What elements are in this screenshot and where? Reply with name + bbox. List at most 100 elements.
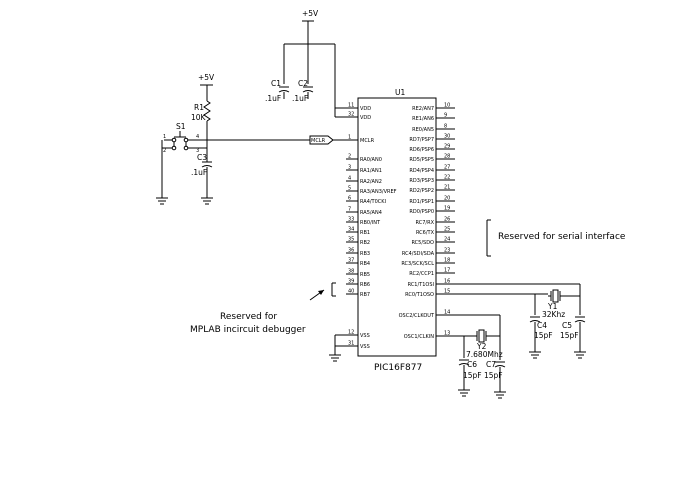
pin-name: RC4/SDI/SDA (402, 251, 435, 257)
y1-label: Y1 (547, 302, 558, 311)
pin-name: RC7/RX (416, 220, 435, 226)
pin-name: RA0/AN0 (360, 157, 382, 163)
pin-name: RD4/PSP4 (409, 168, 434, 174)
pin-name: RD2/PSP2 (409, 188, 434, 194)
crystal-y1: Y1 32Khz (542, 289, 565, 319)
s1-wiring (161, 139, 310, 198)
pin-name: RB6 (360, 282, 370, 288)
pin-number: 28 (444, 154, 450, 160)
pin-number: 1 (348, 135, 351, 141)
pin-number: 40 (348, 289, 354, 295)
pin-number: 29 (444, 144, 450, 150)
ic-u1: U1 PIC16F877 11VDD32VDD1MCLR2RA0/AN03RA1… (346, 88, 455, 373)
pin-number: 3 (348, 165, 351, 171)
pin-number: 36 (348, 248, 354, 254)
vss-wiring (334, 334, 346, 355)
s1-pin-3: 3 (196, 148, 199, 154)
pin-name: RE2/AN7 (412, 106, 434, 112)
pin-name: RB4 (360, 261, 370, 267)
pin-name: VDD (360, 106, 371, 112)
y2-wiring (436, 314, 501, 360)
pin-name: RC1/T1OSI (408, 282, 434, 288)
pin-number: 22 (444, 175, 450, 181)
capacitor-c4: C4 15pF (529, 316, 553, 352)
mclr-tag-label: MCLR (311, 138, 326, 144)
capacitor-c3: C3 .1uF (191, 153, 213, 198)
pin-name: MCLR (360, 138, 375, 144)
y2-value: 7.680Mhz (466, 350, 503, 359)
pin-number: 25 (444, 227, 450, 233)
resistor-r1: R1 10K (191, 100, 211, 139)
pin-number: 14 (444, 310, 450, 316)
c4-label: C4 (537, 321, 547, 330)
pin-number: 6 (348, 196, 351, 202)
pin-number: 34 (348, 227, 354, 233)
ground-icon (329, 354, 341, 362)
pin-number: 12 (348, 330, 354, 336)
s1-pin-1: 1 (163, 134, 166, 140)
pin-name: RC3/SCK/SCL (401, 261, 434, 267)
pin-number: 8 (444, 124, 447, 130)
pin-name: RD3/PSP3 (409, 178, 434, 184)
s1-label: S1 (176, 122, 186, 131)
pin-name: RD7/PSP7 (409, 137, 434, 143)
y1-wiring (436, 283, 581, 315)
c7-value: 15pF (484, 371, 503, 380)
switch-s1: S1 1 2 3 4 (163, 122, 199, 154)
c7-label: C7 (486, 360, 496, 369)
c3-value: .1uF (191, 168, 207, 177)
pin-name: RA2/AN2 (360, 179, 382, 185)
pin-number: 18 (444, 258, 450, 264)
pin-number: 15 (444, 289, 450, 295)
debugger-note-line1: Reserved for (220, 312, 277, 322)
pin-name: RB0/INT (360, 220, 381, 226)
s1-pin-2: 2 (163, 148, 166, 154)
serial-note: Reserved for serial interface (498, 232, 626, 242)
pin-name: RB1 (360, 230, 370, 236)
pin-name: VDD (360, 115, 371, 121)
vdd-rail (283, 21, 346, 118)
c6-label: C6 (467, 360, 477, 369)
ground-icon (529, 351, 541, 359)
pin-name: RC5/SDO (411, 240, 434, 246)
pin-number: 26 (444, 217, 450, 223)
pin-number: 38 (348, 269, 354, 275)
pin-name: OSC2/CLKOUT (399, 313, 435, 319)
pin-number: 39 (348, 279, 354, 285)
c5-label: C5 (562, 321, 572, 330)
r1-vdd-label: +5V (198, 73, 215, 82)
pin-name: OSC1/CLKIN (404, 334, 434, 340)
pin-name: RD6/PSP6 (409, 147, 434, 153)
y1-value: 32Khz (542, 310, 565, 319)
s1-pin-4: 4 (196, 134, 199, 140)
ic-right-pins: 10RE2/AN79RE1/AN68RE0/AN530RD7/PSP729RD6… (399, 103, 455, 340)
mclr-net-tag: MCLR (309, 135, 346, 145)
ground-icon (201, 197, 213, 205)
pin-number: 5 (348, 186, 351, 192)
ground-icon (156, 197, 168, 205)
